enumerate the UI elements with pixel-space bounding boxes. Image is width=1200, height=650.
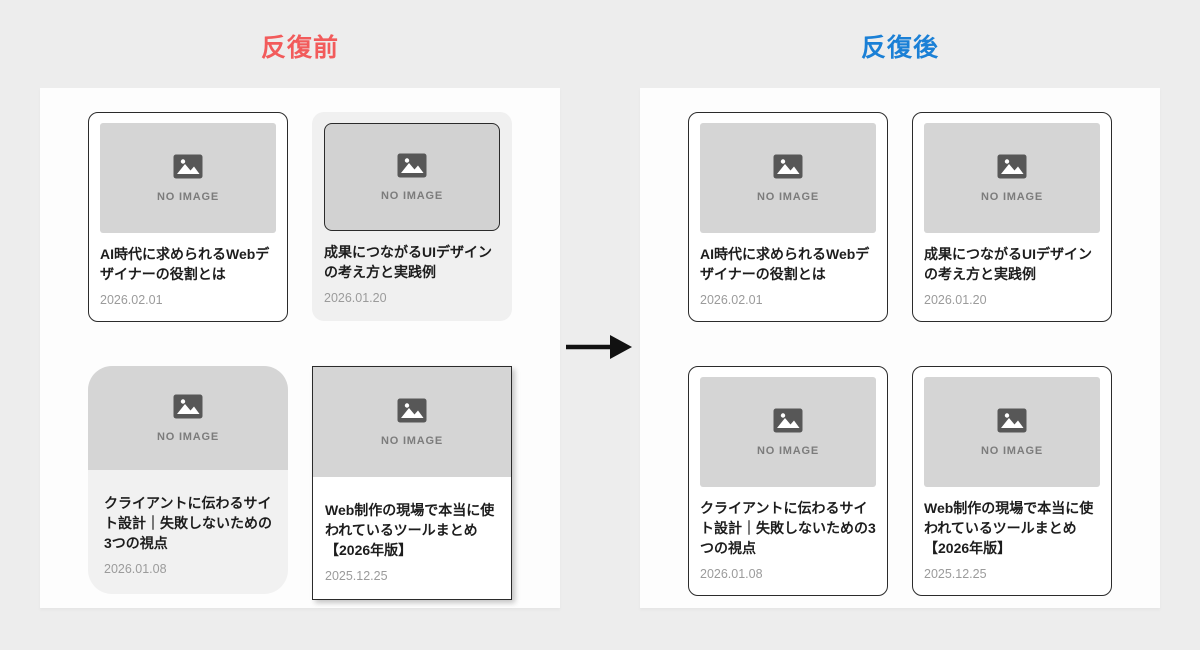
- article-card[interactable]: NO IMAGE 成果につながるUIデザインの考え方と実践例 2026.01.2…: [312, 112, 512, 322]
- no-image-label: NO IMAGE: [756, 190, 819, 203]
- article-card[interactable]: NO IMAGE クライアントに伝わるサイト設計｜失敗しないための3つの視点 2…: [88, 366, 288, 595]
- no-image-label: NO IMAGE: [380, 189, 443, 202]
- no-image-placeholder: NO IMAGE: [100, 123, 276, 233]
- article-title: クライアントに伝わるサイト設計｜失敗しないための3つの視点: [104, 495, 272, 552]
- image-icon: [397, 398, 427, 428]
- no-image-placeholder: NO IMAGE: [700, 377, 876, 488]
- card-body: Web制作の現場で本当に使われているツールまとめ【2026年版】 2025.12…: [313, 477, 511, 599]
- article-card[interactable]: NO IMAGE クライアントに伝わるサイト設計｜失敗しないための3つの視点 2…: [688, 366, 888, 597]
- article-card[interactable]: NO IMAGE Web制作の現場で本当に使われているツールまとめ【2026年版…: [312, 366, 512, 601]
- image-icon: [773, 154, 803, 184]
- article-date: 2026.01.08: [104, 562, 167, 577]
- article-date: 2026.02.01: [700, 293, 763, 308]
- panel-title-before: 反復前: [260, 34, 339, 62]
- after-panel: NO IMAGE AI時代に求められるWebデザイナーの役割とは 2026.02…: [640, 88, 1160, 608]
- image-icon: [173, 394, 203, 424]
- no-image-label: NO IMAGE: [980, 444, 1043, 457]
- card-body: 成果につながるUIデザインの考え方と実践例 2026.01.20: [324, 242, 500, 305]
- article-title: AI時代に求められるWebデザイナーの役割とは: [700, 246, 870, 283]
- article-title: AI時代に求められるWebデザイナーの役割とは: [100, 246, 270, 283]
- article-date: 2026.01.08: [700, 567, 763, 582]
- after-card-grid: NO IMAGE AI時代に求められるWebデザイナーの役割とは 2026.02…: [640, 88, 1160, 620]
- article-date: 2026.02.01: [100, 293, 163, 308]
- image-icon: [397, 153, 427, 183]
- article-title: 成果につながるUIデザインの考え方と実践例: [924, 246, 1092, 283]
- article-date: 2026.01.20: [324, 291, 387, 306]
- article-title: クライアントに伝わるサイト設計｜失敗しないための3つの視点: [700, 500, 876, 557]
- article-date: 2025.12.25: [924, 567, 987, 582]
- article-card[interactable]: NO IMAGE AI時代に求められるWebデザイナーの役割とは 2026.02…: [688, 112, 888, 323]
- no-image-placeholder: NO IMAGE: [324, 123, 500, 231]
- no-image-placeholder: NO IMAGE: [924, 377, 1100, 488]
- no-image-label: NO IMAGE: [156, 430, 219, 443]
- article-title: 成果につながるUIデザインの考え方と実践例: [324, 244, 492, 281]
- article-date: 2026.01.20: [924, 293, 987, 308]
- no-image-label: NO IMAGE: [756, 444, 819, 457]
- no-image-label: NO IMAGE: [380, 434, 443, 447]
- no-image-placeholder: NO IMAGE: [700, 123, 876, 233]
- before-panel: NO IMAGE AI時代に求められるWebデザイナーの役割とは 2026.02…: [40, 88, 560, 608]
- card-body: AI時代に求められるWebデザイナーの役割とは 2026.02.01: [100, 244, 276, 307]
- no-image-placeholder: NO IMAGE: [924, 123, 1100, 233]
- article-date: 2025.12.25: [325, 569, 388, 584]
- article-card[interactable]: NO IMAGE AI時代に求められるWebデザイナーの役割とは 2026.02…: [88, 112, 288, 323]
- card-body: クライアントに伝わるサイト設計｜失敗しないための3つの視点 2026.01.08: [88, 470, 288, 594]
- image-icon: [173, 154, 203, 184]
- no-image-label: NO IMAGE: [156, 190, 219, 203]
- article-title: Web制作の現場で本当に使われているツールまとめ【2026年版】: [325, 502, 495, 559]
- no-image-placeholder: NO IMAGE: [88, 366, 288, 471]
- transform-arrow-icon: [566, 335, 632, 359]
- image-icon: [997, 154, 1027, 184]
- image-icon: [997, 408, 1027, 438]
- no-image-placeholder: NO IMAGE: [313, 367, 511, 478]
- card-body: AI時代に求められるWebデザイナーの役割とは 2026.02.01: [700, 244, 876, 307]
- before-card-grid: NO IMAGE AI時代に求められるWebデザイナーの役割とは 2026.02…: [40, 88, 560, 624]
- article-card[interactable]: NO IMAGE Web制作の現場で本当に使われているツールまとめ【2026年版…: [912, 366, 1112, 597]
- image-icon: [773, 408, 803, 438]
- card-body: クライアントに伝わるサイト設計｜失敗しないための3つの視点 2026.01.08: [700, 498, 876, 581]
- card-body: 成果につながるUIデザインの考え方と実践例 2026.01.20: [924, 244, 1100, 307]
- card-body: Web制作の現場で本当に使われているツールまとめ【2026年版】 2025.12…: [924, 498, 1100, 581]
- panel-title-after: 反復後: [860, 34, 939, 62]
- no-image-label: NO IMAGE: [980, 190, 1043, 203]
- article-card[interactable]: NO IMAGE 成果につながるUIデザインの考え方と実践例 2026.01.2…: [912, 112, 1112, 323]
- article-title: Web制作の現場で本当に使われているツールまとめ【2026年版】: [924, 500, 1094, 557]
